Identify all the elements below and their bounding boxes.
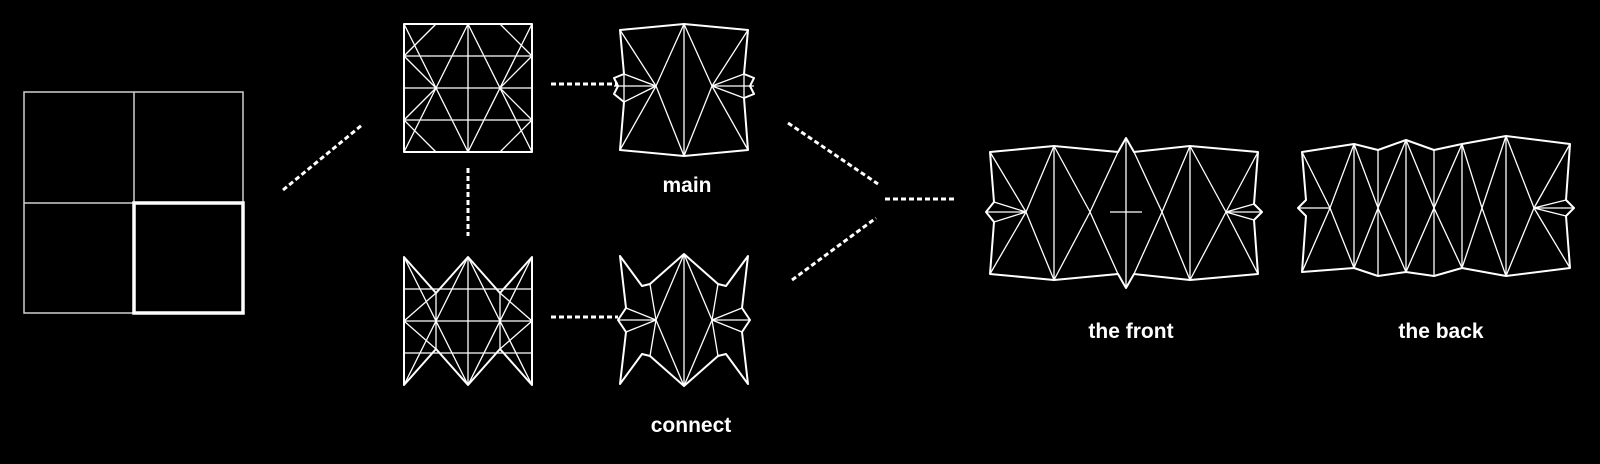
assembled-front bbox=[985, 137, 1263, 289]
crease-pattern-connect bbox=[403, 256, 533, 386]
label-the-back: the back bbox=[1398, 320, 1484, 343]
folded-main bbox=[613, 23, 755, 157]
highlighted-cell bbox=[132, 201, 245, 315]
crease-pattern-main bbox=[403, 23, 533, 153]
connectors bbox=[282, 82, 954, 319]
assembled-back bbox=[1297, 135, 1575, 277]
label-connect: connect bbox=[651, 414, 732, 437]
base-grid bbox=[23, 91, 245, 315]
label-the-front: the front bbox=[1088, 320, 1173, 343]
label-main: main bbox=[662, 174, 711, 197]
folded-connect bbox=[617, 253, 751, 387]
